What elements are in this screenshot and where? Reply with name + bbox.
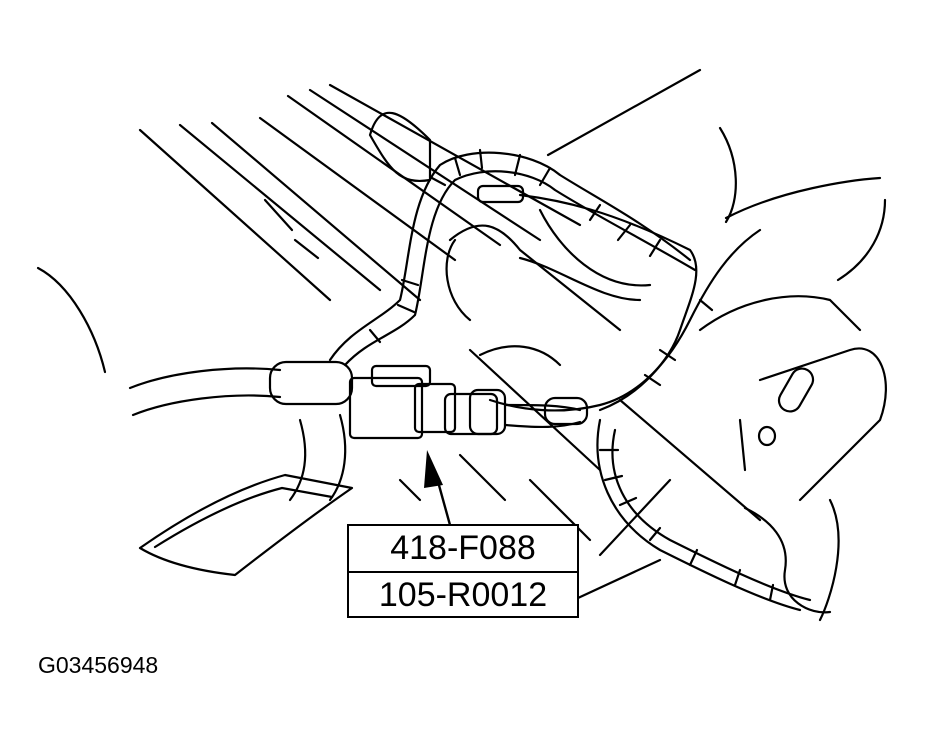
- connector-housing: [370, 364, 432, 388]
- right-panel: [818, 498, 840, 622]
- panel-slot: [777, 367, 815, 413]
- loom-wrap: [616, 223, 632, 242]
- frame-line: [528, 478, 592, 542]
- upper-panel: [368, 111, 432, 182]
- frame-line: [293, 238, 320, 260]
- frame-line: [458, 453, 507, 502]
- figure-id: G03456948: [38, 652, 159, 678]
- right-panel: [698, 295, 862, 332]
- right-panel: [618, 398, 762, 522]
- tag: [138, 473, 354, 577]
- loom-wrap: [603, 474, 624, 482]
- loom-wrap: [648, 238, 662, 258]
- loom-wrap: [453, 156, 462, 177]
- loom-wrap: [538, 166, 552, 187]
- cable-boot: [268, 360, 354, 406]
- loom-wrap: [648, 526, 662, 542]
- loom-wrap: [733, 568, 742, 587]
- right-panel: [758, 347, 887, 502]
- cavity: [538, 208, 652, 287]
- cavity: [518, 256, 642, 302]
- upper-panel-edge: [546, 68, 702, 157]
- upper-right-curve: [724, 176, 882, 220]
- cable: [128, 367, 282, 390]
- frame-line: [398, 478, 422, 502]
- cavity: [448, 224, 622, 332]
- loom-wrap: [396, 303, 416, 314]
- loom-wrap: [688, 548, 699, 567]
- cable: [328, 413, 347, 502]
- panel-hole: [757, 425, 777, 447]
- connector-housing: [413, 382, 457, 434]
- right-panel: [743, 506, 832, 614]
- loom-wrap: [368, 328, 382, 344]
- loom-wrap: [618, 496, 638, 507]
- frame-line: [308, 88, 542, 242]
- frame-line: [258, 116, 457, 262]
- wire-sleeve: [543, 396, 589, 426]
- wire-out: [503, 403, 582, 412]
- wire-harness: [488, 228, 762, 412]
- upper-right-curve: [836, 198, 887, 282]
- frame-line: [328, 83, 582, 227]
- upper-panel-edge: [718, 126, 737, 224]
- wire-harness: [611, 428, 812, 602]
- loom-wrap: [478, 148, 484, 170]
- right-panel: [738, 418, 747, 472]
- frame-line: [210, 121, 422, 302]
- part-code-secondary: 105-R0012: [349, 571, 577, 618]
- body-panel-curve: [36, 266, 107, 374]
- frame-line: [178, 123, 382, 292]
- frame-line: [263, 198, 294, 232]
- loom-wrap: [588, 203, 602, 222]
- part-code-primary: 418-F088: [390, 529, 536, 567]
- wire-harness: [343, 170, 697, 367]
- wire-harness: [518, 193, 698, 412]
- connector-housing: [348, 376, 424, 440]
- loom-wrap: [430, 176, 447, 187]
- cavity-lower: [478, 345, 562, 367]
- frame-line: [138, 128, 332, 302]
- frame-line: [598, 478, 672, 557]
- wire-sleeve: [476, 184, 525, 204]
- loom-wrap: [643, 373, 662, 387]
- wire-harness: [596, 418, 802, 612]
- cable: [131, 394, 282, 417]
- connector-mate: [468, 388, 507, 436]
- loom-wrap: [513, 153, 522, 177]
- loom-wrap: [768, 583, 775, 602]
- loom-wrap: [698, 298, 714, 312]
- wire-harness: [328, 151, 692, 362]
- cable: [288, 418, 307, 502]
- arrow-up-icon: [424, 450, 452, 526]
- loom-wrap: [400, 278, 420, 287]
- cavity: [445, 238, 472, 322]
- frame-line: [576, 558, 662, 600]
- tag: [153, 486, 334, 549]
- part-code-callout: 418-F088 105-R0012: [347, 524, 579, 618]
- loom-wrap: [658, 348, 677, 362]
